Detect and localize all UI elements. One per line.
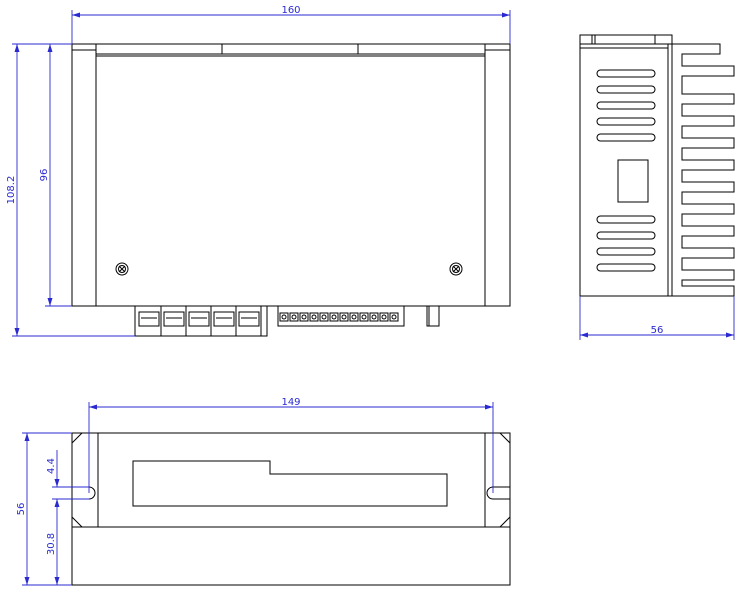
right-flange [484, 43, 511, 307]
screw-right [449, 262, 463, 276]
dim-front-height-56: 56 [16, 503, 27, 516]
dim-offset-30-8: 30.8 [46, 533, 57, 555]
power-terminal-block [134, 305, 268, 337]
dim-height-108-2: 108.2 [6, 176, 17, 205]
side-view-dimensions: 56 [579, 296, 735, 340]
vent-slots [596, 69, 656, 272]
top-view-body [71, 43, 511, 307]
front-view [71, 432, 511, 586]
connector [426, 305, 440, 327]
dim-width-160: 160 [281, 5, 300, 16]
top-view [71, 43, 511, 337]
panel-cutout [132, 460, 448, 507]
front-view-dimensions: 149 56 4.4 30.8 [16, 397, 494, 586]
front-view-body [71, 432, 511, 586]
top-view-dimensions: 160 108.2 96 [6, 5, 511, 337]
signal-terminal-block [277, 305, 405, 327]
left-mounting-slot [72, 486, 96, 500]
left-flange [71, 43, 97, 307]
label-window [617, 159, 649, 203]
heatsink-fins [672, 43, 735, 297]
screw-left [115, 262, 129, 276]
right-mounting-slot [486, 486, 510, 500]
dim-slot-4-4: 4.4 [46, 458, 57, 474]
side-view [579, 34, 735, 297]
dim-hole-spacing-149: 149 [281, 397, 300, 408]
side-view-body [579, 43, 673, 297]
dim-height-96: 96 [39, 169, 50, 182]
dim-depth-56: 56 [651, 325, 664, 336]
top-recess [221, 43, 359, 55]
